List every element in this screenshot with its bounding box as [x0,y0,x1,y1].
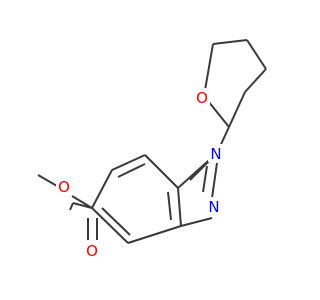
bond-c2-n3 [211,162,218,199]
bond-oxane-c4-c5 [246,39,267,70]
atom-ring-nitrogen: N [208,144,224,163]
carbonyl-oxygen-label: O [86,242,98,260]
bond-oxane-c5-c6 [212,39,248,45]
atom-ester-oxygen: O [56,177,72,196]
molecule-structure: O N N O O [37,39,267,260]
bond-c7a-c7 [144,154,179,189]
bond-oxane-c6-o [203,43,214,97]
imine-nitrogen-label: N [208,198,219,216]
atom-carbonyl-oxygen: O [84,241,100,260]
bond-c7-c6-inner [117,163,146,178]
atom-layer: O N N O O [56,88,224,260]
bond-n3-c3a [180,217,213,227]
ring-oxygen-label: O [196,89,208,107]
bond-c6-c5 [91,169,113,209]
bond-ester-c-o [71,195,93,209]
bond-c4-c3a [127,225,182,244]
bond-c5-c4-inner [101,207,131,236]
atom-ring-oxygen: O [194,88,210,107]
ester-oxygen-label: O [58,178,70,196]
bond-c3a-c7a [177,187,182,227]
bond-c5-c4 [91,207,129,244]
bond-carbonyl-ester-o [69,202,74,211]
bond-c2-n3-inner [202,165,208,193]
atom-imine-nitrogen: N [206,197,222,216]
bond-c7-c6 [111,154,146,171]
bond-ester-o-methyl [37,174,58,187]
ring-nitrogen-label: N [210,145,221,163]
bond-c3a-c7a-inner [167,191,172,221]
bond-oxane-c2-c3 [228,91,246,128]
bond-layer [37,39,267,244]
bond-oxane-c3-c4 [244,68,267,93]
